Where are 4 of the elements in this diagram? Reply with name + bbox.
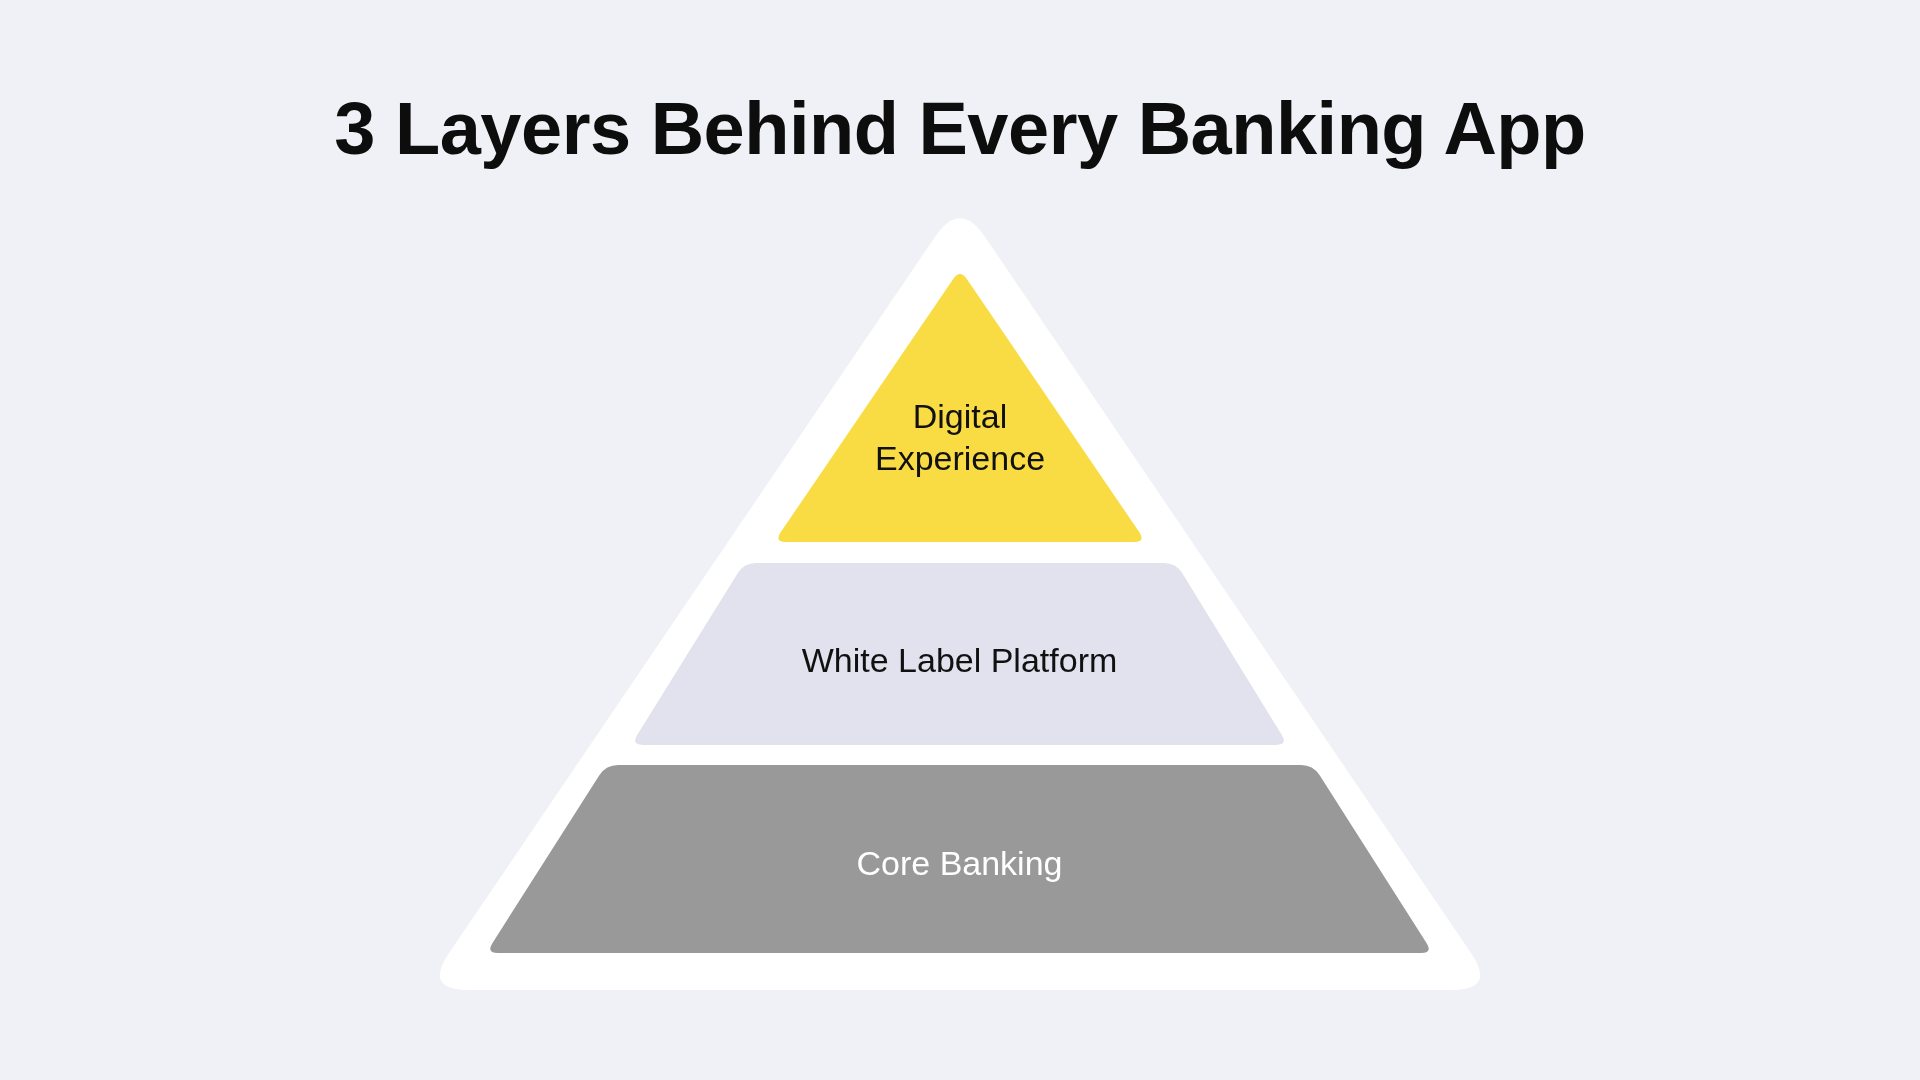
tier-label: White Label Platform xyxy=(801,640,1118,681)
diagram-title: 3 Layers Behind Every Banking App xyxy=(334,87,1586,170)
tier-label: Digital Experience xyxy=(874,396,1046,479)
tier-label: Core Banking xyxy=(856,843,1063,884)
